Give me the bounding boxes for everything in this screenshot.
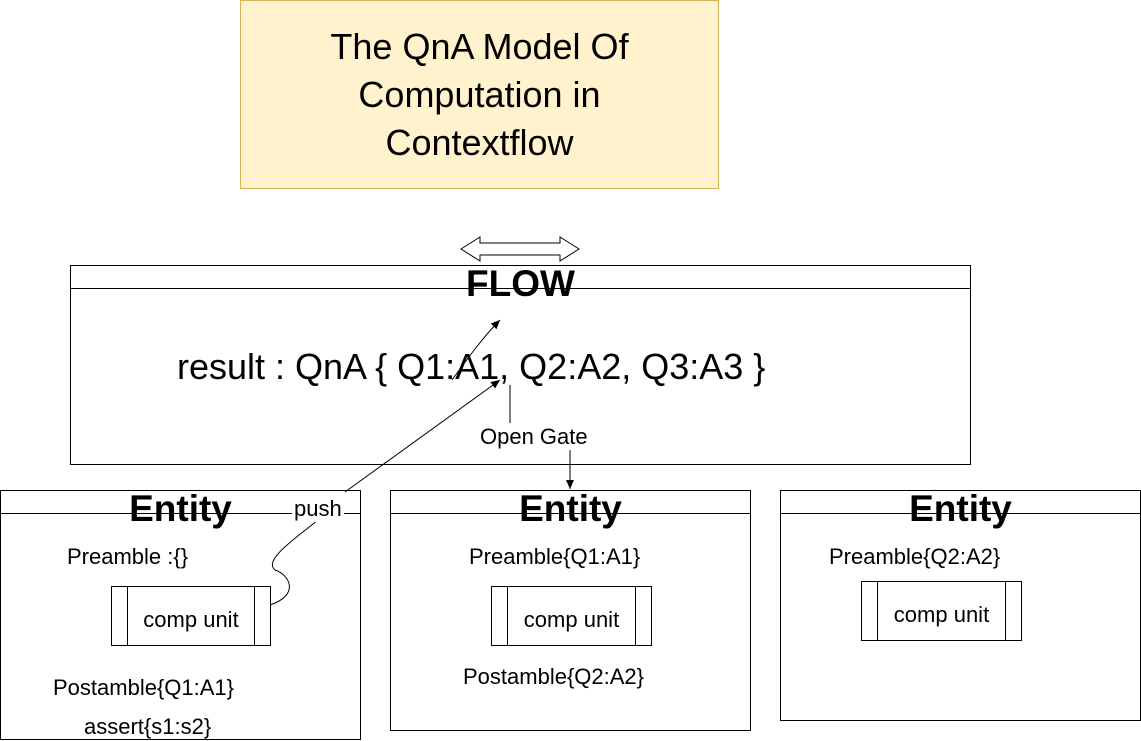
entity-preamble: Preamble{Q2:A2} — [829, 544, 1001, 569]
comp-unit-box: comp unit — [111, 586, 271, 646]
entity-container-1: Entity Preamble :{} comp unit Postamble{… — [0, 488, 361, 740]
flow-header-divider — [71, 288, 970, 289]
entity-header: Entity — [129, 488, 232, 529]
push-arrow — [344, 379, 501, 493]
entity-header-divider — [1, 513, 360, 514]
push-label: push — [292, 496, 344, 522]
result-to-flow-arrow — [451, 319, 501, 381]
entity-preamble: Preamble :{} — [67, 544, 189, 569]
diagram-title: The QnA Model Of Computation in Contextf… — [330, 25, 629, 163]
entity-header-divider — [391, 513, 750, 514]
entity-container-3: Entity Preamble{Q2:A2} comp unit — [780, 488, 1141, 721]
push-curve — [269, 519, 319, 606]
comp-unit-box: comp unit — [861, 581, 1022, 641]
comp-unit-label: comp unit — [893, 602, 990, 627]
comp-unit-label: comp unit — [523, 607, 620, 632]
entity-header: Entity — [519, 488, 622, 529]
entity-container-2: Entity Preamble{Q1:A1} comp unit Postamb… — [390, 488, 751, 731]
double-arrow-icon — [460, 236, 580, 262]
title-box: The QnA Model Of Computation in Contextf… — [240, 0, 719, 189]
flow-result: result : QnA { Q1:A1, Q2:A2, Q3:A3 } — [177, 346, 766, 387]
entity-header-divider — [781, 513, 1140, 514]
entity-assert: assert{s1:s2} — [84, 714, 212, 739]
open-gate-label: Open Gate — [478, 424, 590, 450]
entity-header: Entity — [909, 488, 1012, 529]
entity-postamble: Postamble{Q2:A2} — [463, 664, 645, 689]
flow-header: FLOW — [466, 263, 575, 304]
entity-postamble: Postamble{Q1:A1} — [53, 675, 235, 700]
comp-unit-box: comp unit — [491, 586, 652, 646]
comp-unit-label: comp unit — [143, 607, 239, 632]
entity-preamble: Preamble{Q1:A1} — [469, 544, 641, 569]
